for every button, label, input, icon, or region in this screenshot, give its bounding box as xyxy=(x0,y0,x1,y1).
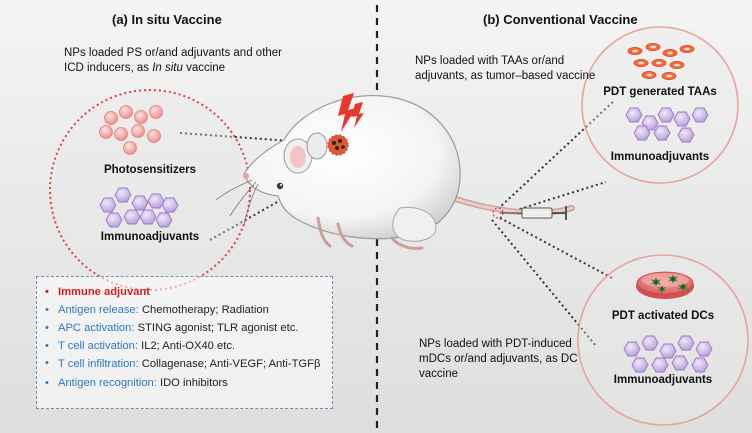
legend-detail: STING agonist; TLR agonist etc. xyxy=(134,322,299,334)
legend-term: Antigen recognition: xyxy=(58,377,157,389)
legend-term: Antigen release: xyxy=(58,304,139,316)
panel-b-title: (b) Conventional Vaccine xyxy=(483,12,638,27)
photosensitizer-zoom-circle xyxy=(49,89,251,291)
legend-term: Immune adjuvant xyxy=(58,286,151,298)
taa-zoom-circle xyxy=(581,26,739,184)
bullet-icon: • xyxy=(45,377,49,389)
bullet-icon: • xyxy=(45,286,49,298)
dc-zoom-circle xyxy=(577,254,749,426)
immunoadjuvants-label: Immunoadjuvants xyxy=(610,151,710,163)
pdt-activated-dcs-label: PDT activated DCs xyxy=(611,310,715,322)
connector-line xyxy=(499,217,613,279)
bullet-icon: • xyxy=(45,340,49,352)
legend-term: APC activation: xyxy=(58,322,135,334)
connector-line xyxy=(509,181,607,213)
immunoadjuvants-label: Immunoadjuvants xyxy=(613,374,713,386)
connector-line xyxy=(497,99,616,210)
panel-a-description-suffix: vaccine xyxy=(182,62,226,74)
legend-item: • Antigen recognition: IDO inhibitors xyxy=(45,374,326,392)
panel-a-title: (a) In situ Vaccine xyxy=(112,12,222,27)
bullet-icon: • xyxy=(45,357,49,369)
connector-line xyxy=(179,132,334,145)
immunoadjuvants-label: Immunoadjuvants xyxy=(100,231,200,243)
petri-dish xyxy=(636,271,694,299)
syringe-icon xyxy=(492,206,567,220)
legend-detail: Collagenase; Anti-VEGF; Anti-TGFβ xyxy=(138,358,321,370)
panel-a-description-italic: In situ xyxy=(152,62,183,74)
panel-b-description-bottom: NPs loaded with PDT-induced mDCs or/and … xyxy=(419,338,578,380)
legend-term: T cell activation: xyxy=(58,340,139,352)
immune-adjuvant-legend: • Immune adjuvant • Antigen release: Chemot… xyxy=(36,276,333,409)
mouse-illustration xyxy=(215,94,575,250)
panel-a-description-prefix: ICD inducers, as xyxy=(64,62,153,74)
pdt-generated-taas-label: PDT generated TAAs xyxy=(603,86,717,98)
photosensitizers-label: Photosensitizers xyxy=(103,164,197,176)
legend-list: • Immune adjuvant • Antigen release: Chemot… xyxy=(37,277,332,392)
bullet-icon: • xyxy=(45,322,49,334)
panel-a-description: NPs loaded PS or/and adjuvants and other… xyxy=(64,46,364,76)
legend-detail: Chemotherapy; Radiation xyxy=(138,304,269,316)
legend-item: • T cell activation: IL2; Anti-OX40 etc. xyxy=(45,337,326,355)
bullet-icon: • xyxy=(45,304,49,316)
legend-item: • Antigen release: Chemotherapy; Radiatio… xyxy=(45,301,326,319)
legend-term: T cell infiltration: xyxy=(58,358,139,370)
panel-a-description-line1: NPs loaded PS or/and adjuvants and other xyxy=(64,47,283,59)
legend-heading: • Immune adjuvant xyxy=(45,283,326,301)
legend-item: • APC activation: STING agonist; TLR agon… xyxy=(45,319,326,337)
legend-detail: IL2; Anti-OX40 etc. xyxy=(138,340,236,352)
laser-lightning-icon xyxy=(338,93,364,132)
panel-b-description-top: NPs loaded with TAAs or/and adjuvants, a… xyxy=(415,55,596,82)
legend-item: • T cell infiltration: Collagenase; Anti-… xyxy=(45,355,326,374)
legend-detail: IDO inhibitors xyxy=(156,377,228,389)
